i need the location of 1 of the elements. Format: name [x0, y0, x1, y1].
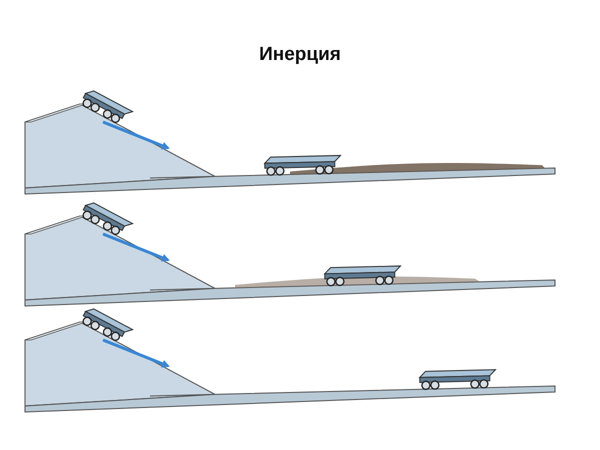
title: Инерция — [259, 44, 341, 65]
